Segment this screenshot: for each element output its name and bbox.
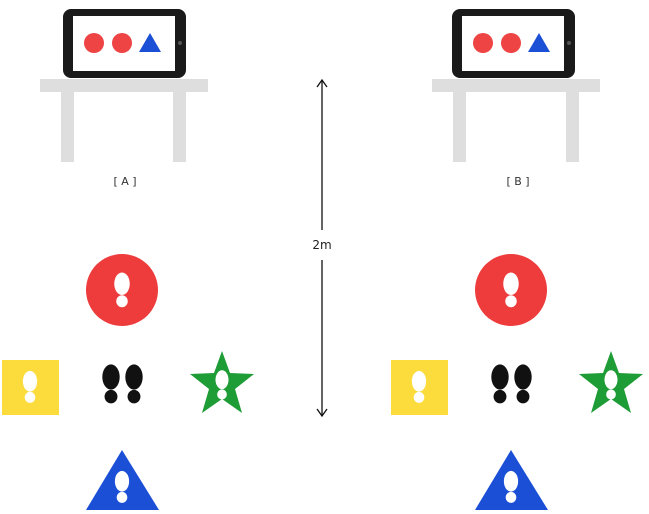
footprint-icon <box>114 272 130 308</box>
footprint-icon <box>503 272 519 308</box>
table <box>40 79 208 162</box>
footprint-icon <box>22 370 38 403</box>
floor-marker-yellow-square <box>2 360 59 415</box>
feet-icon <box>491 364 532 404</box>
footprint-icon <box>604 370 618 400</box>
floor-marker-red-circle <box>475 254 547 326</box>
floor-marker-blue-triangle <box>86 450 159 510</box>
panel-label-b: [ B ] <box>506 175 529 188</box>
table <box>432 79 600 162</box>
footprint-icon <box>215 370 229 400</box>
panel-label-a: [ A ] <box>113 175 136 188</box>
tablet-shape-circle-1 <box>84 33 104 53</box>
tablet-shape-triangle <box>139 33 161 52</box>
floor-marker-yellow-square <box>391 360 448 415</box>
tablet-shape-circle-2 <box>112 33 132 53</box>
panel-b: [ B ] <box>391 9 643 510</box>
feet-icon <box>102 364 143 404</box>
footprint-icon <box>411 370 427 403</box>
panel-a: [ A ] <box>2 9 254 510</box>
distance-arrow <box>316 78 328 418</box>
tablet-shape-circle-2 <box>501 33 521 53</box>
tablet-shape-triangle <box>528 33 550 52</box>
floor-marker-green-star <box>579 351 643 413</box>
footprint-icon <box>114 470 130 503</box>
floor-marker-red-circle <box>86 254 158 326</box>
floor-marker-blue-triangle <box>475 450 548 510</box>
distance-label: 2m <box>312 238 331 252</box>
footprint-icon <box>503 470 519 503</box>
floor-marker-green-star <box>190 351 254 413</box>
tablet <box>63 9 186 78</box>
tablet <box>452 9 575 78</box>
tablet-shape-circle-1 <box>473 33 493 53</box>
